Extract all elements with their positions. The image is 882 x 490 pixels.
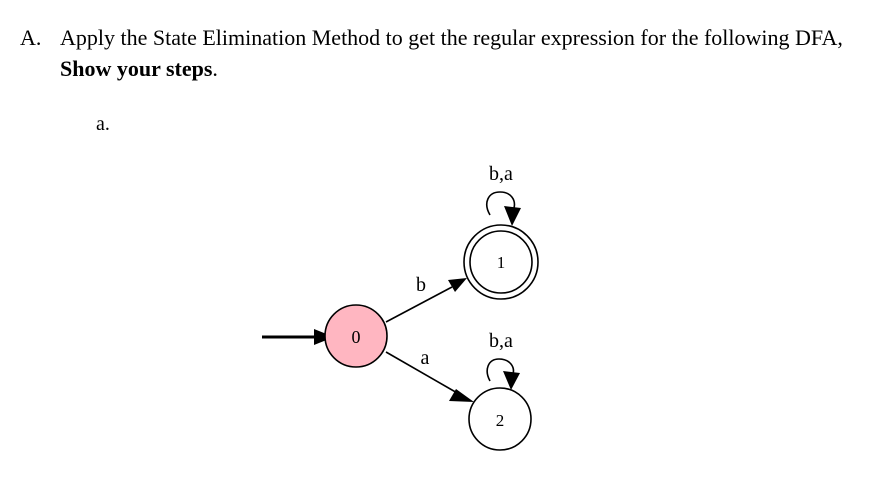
- self-loop-1-label: b,a: [489, 163, 513, 185]
- question-body: Apply the State Elimination Method to ge…: [60, 22, 860, 84]
- state-2-label: 2: [496, 411, 505, 430]
- transition-0-1: b: [385, 274, 467, 323]
- self-loop-2: b,a: [486, 330, 520, 390]
- transition-0-2: a: [385, 347, 474, 402]
- question-instruction: Apply the State Elimination Method to ge…: [60, 25, 843, 50]
- self-loop-1: b,a: [486, 163, 521, 226]
- question-emphasis: Show your steps: [60, 56, 213, 81]
- subitem-label: a.: [96, 113, 110, 135]
- question-marker: A.: [20, 25, 42, 50]
- state-0-label: 0: [352, 327, 361, 347]
- question-terminator: .: [212, 56, 218, 81]
- state-1-label: 1: [497, 253, 506, 272]
- transition-0-1-label: b: [416, 274, 426, 296]
- self-loop-2-label: b,a: [489, 330, 513, 352]
- start-arrow: [262, 329, 334, 345]
- question-text: A. Apply the State Elimination Method to…: [20, 22, 860, 84]
- state-0: 0: [324, 304, 388, 368]
- state-2: 2: [468, 387, 532, 451]
- state-1: 1: [463, 224, 539, 300]
- transition-0-2-label: a: [421, 347, 430, 369]
